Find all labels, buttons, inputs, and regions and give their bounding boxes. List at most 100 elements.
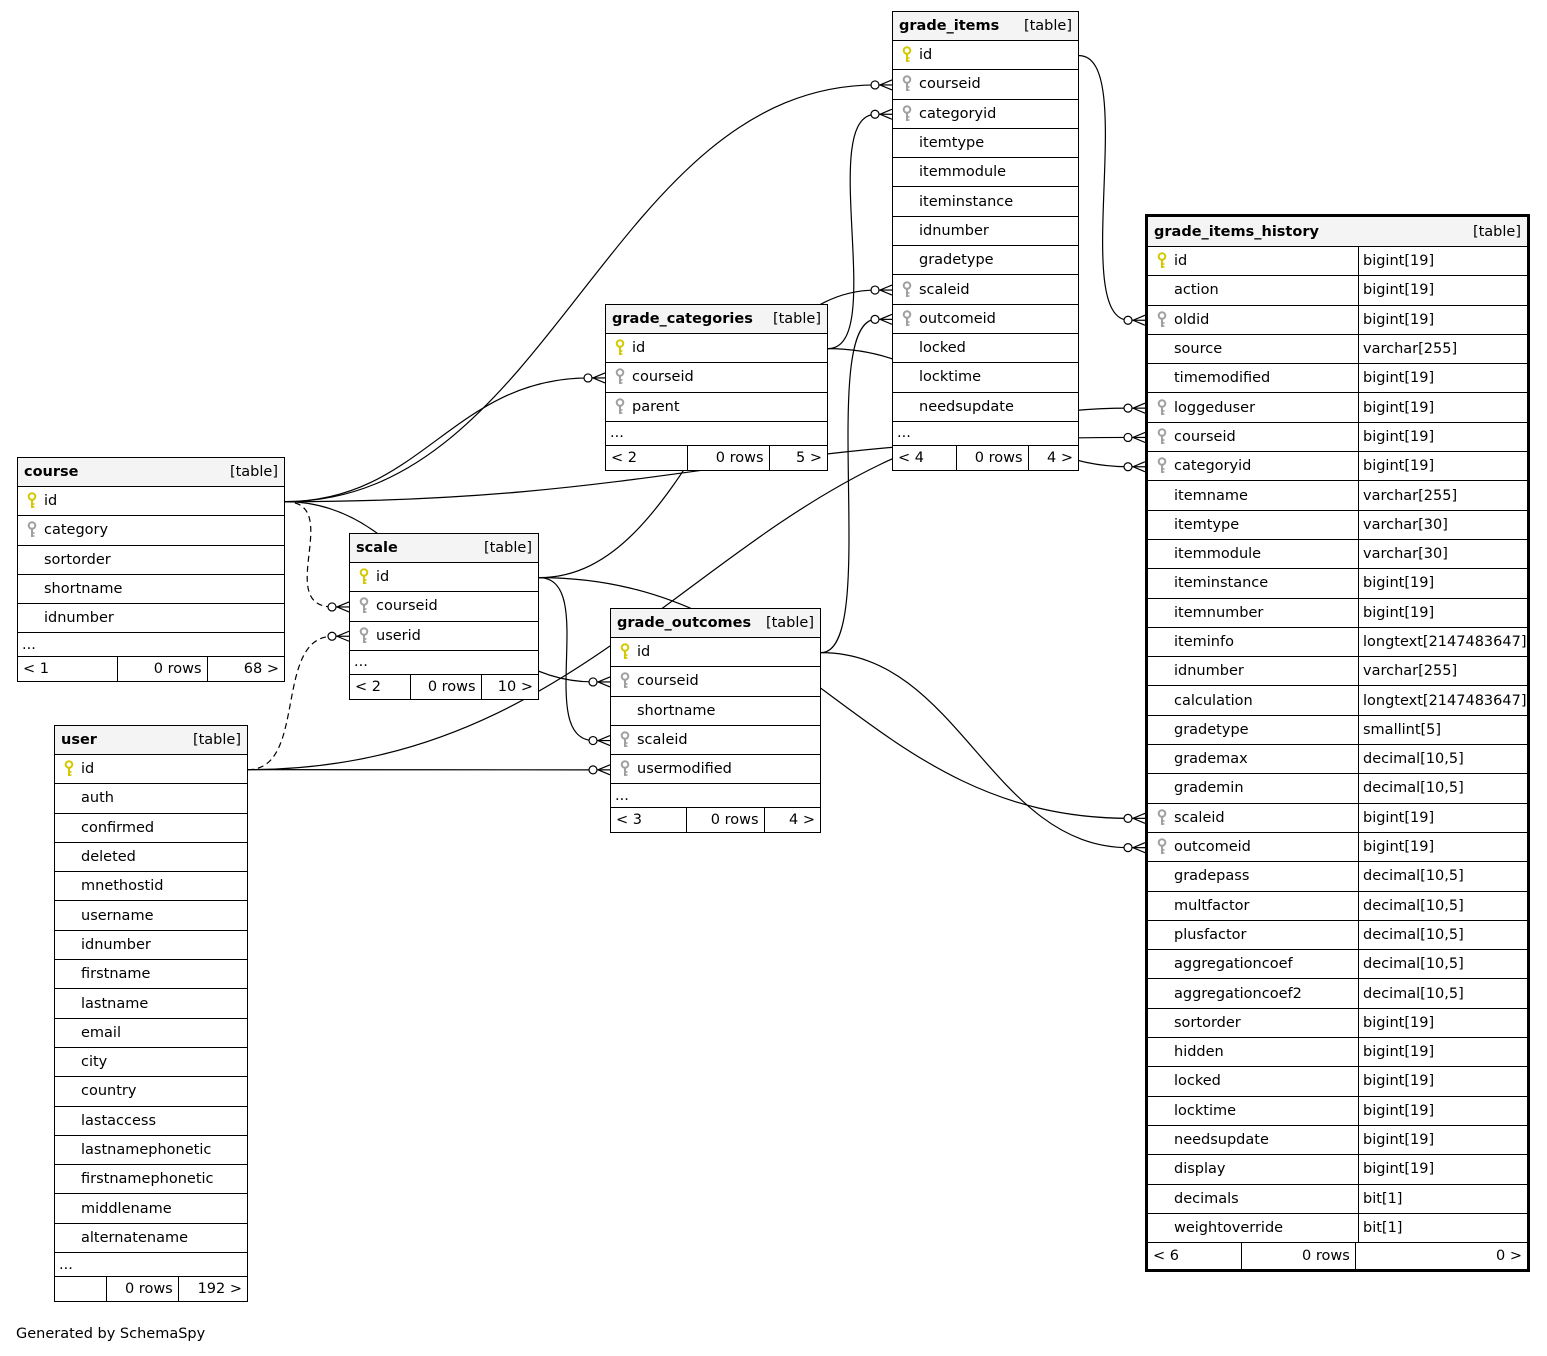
column-row-lastaccess[interactable]: lastaccess — [55, 1107, 247, 1136]
column-row-country[interactable]: country — [55, 1077, 247, 1107]
column-row-itemtype[interactable]: itemtype — [893, 129, 1078, 159]
column-row-idnumber[interactable]: idnumber — [55, 931, 247, 961]
column-row-itemmodule[interactable]: itemmodule — [893, 158, 1078, 188]
column-row-alternatename[interactable]: alternatename — [55, 1224, 247, 1254]
children-count[interactable]: 68 > — [206, 657, 284, 682]
parents-count[interactable]: < 4 — [898, 449, 924, 466]
column-row-deleted[interactable]: deleted — [55, 843, 247, 873]
table-header[interactable]: grade_items_history[table] — [1148, 217, 1527, 247]
column-row-id[interactable]: id — [350, 563, 538, 593]
column-row-idnumber[interactable]: idnumber — [893, 217, 1078, 247]
column-row-firstnamephonetic[interactable]: firstnamephonetic — [55, 1165, 247, 1195]
children-count[interactable]: 5 > — [768, 445, 828, 470]
parents-count[interactable]: < 2 — [355, 678, 381, 695]
column-row-courseid[interactable]: courseid — [611, 667, 820, 697]
parents-count[interactable]: < 2 — [611, 449, 637, 466]
parents-count[interactable]: < 1 — [23, 661, 49, 678]
column-row-scaleid[interactable]: scaleid — [893, 275, 1078, 305]
table-header[interactable]: course[table] — [18, 458, 284, 487]
column-row-categoryid[interactable]: categoryid — [893, 100, 1078, 129]
column-row-courseid[interactable]: courseid — [893, 70, 1078, 100]
column-row-auth[interactable]: auth — [55, 784, 247, 814]
column-row-lastname[interactable]: lastname — [55, 989, 247, 1019]
column-row-usermodified[interactable]: usermodified — [611, 755, 820, 785]
column-row-gradetype[interactable]: gradetype — [893, 246, 1078, 276]
table-header[interactable]: user[table] — [55, 726, 247, 755]
column-row-userid[interactable]: userid — [350, 622, 538, 651]
column-row-locktime[interactable]: locktime — [893, 363, 1078, 393]
parents-count[interactable]: < 6 — [1153, 1248, 1179, 1265]
column-row-courseid[interactable]: courseid — [350, 592, 538, 622]
column-row-id[interactable]: id — [893, 41, 1078, 71]
column-row-username[interactable]: username — [55, 901, 247, 931]
children-count[interactable]: 0 > — [1354, 1243, 1527, 1270]
column-row-idnumber[interactable]: idnumber — [18, 604, 284, 634]
column-row-email[interactable]: email — [55, 1019, 247, 1048]
column-row-id[interactable]: id — [55, 755, 247, 785]
column-row-shortname[interactable]: shortname — [611, 697, 820, 726]
column-row-middlename[interactable]: middlename — [55, 1194, 247, 1224]
column-row-category[interactable]: category — [18, 516, 284, 546]
children-count[interactable]: 4 > — [1027, 445, 1078, 470]
column-row-mnethostid[interactable]: mnethostid — [55, 872, 247, 902]
column-row-parent[interactable]: parent — [606, 393, 827, 422]
column-row-locked[interactable]: locked — [893, 334, 1078, 364]
column-row-city[interactable]: city — [55, 1048, 247, 1078]
column-row-confirmed[interactable]: confirmed — [55, 814, 247, 843]
table-header[interactable]: scale[table] — [350, 534, 538, 563]
children-count[interactable]: 10 > — [480, 674, 538, 699]
column-row-id[interactable]: id — [611, 638, 820, 668]
column-row-courseid[interactable]: courseid — [606, 363, 827, 393]
column-row-scaleid[interactable]: scaleid — [611, 726, 820, 756]
column-row-iteminstance[interactable]: iteminstance — [893, 187, 1078, 217]
table-header[interactable]: grade_outcomes[table] — [611, 609, 820, 638]
parents-count[interactable] — [55, 1277, 106, 1301]
column-row-needsupdate[interactable]: needsupdate — [893, 393, 1078, 422]
children-count[interactable]: 4 > — [763, 808, 820, 833]
table-header[interactable]: grade_categories[table] — [606, 305, 827, 334]
column-row-id[interactable]: id — [606, 334, 827, 364]
column-row-lastnamephonetic[interactable]: lastnamephonetic — [55, 1136, 247, 1166]
table-header[interactable]: grade_items[table] — [893, 12, 1078, 41]
children-count[interactable]: 192 > — [177, 1277, 247, 1302]
column-row-shortname[interactable]: shortname — [18, 575, 284, 605]
column-row-sortorder[interactable]: sortorder — [18, 546, 284, 575]
column-row-firstname[interactable]: firstname — [55, 960, 247, 990]
